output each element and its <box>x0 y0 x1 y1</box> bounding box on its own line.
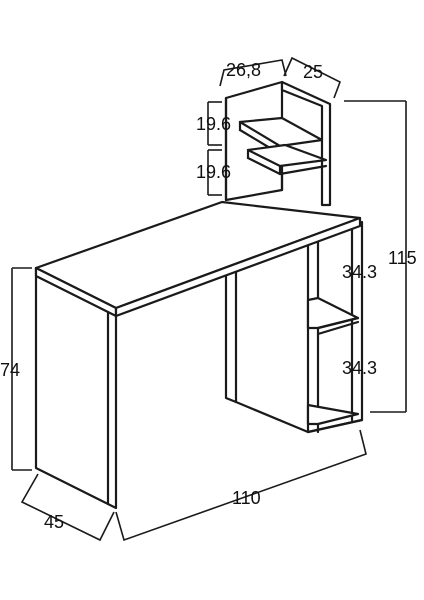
lower-shelf-unit <box>306 220 364 434</box>
desk-body <box>34 266 310 510</box>
shelf-width-label: 25 <box>303 62 323 82</box>
desk-height-label: 74 <box>0 360 20 380</box>
lower-gap-2-label: 34.3 <box>342 358 377 378</box>
shelf-depth-label: 26,8 <box>226 60 261 80</box>
dimension-labels: 26,8 25 19.6 19.6 115 34.3 34.3 74 45 11… <box>0 60 417 532</box>
lower-gap-1-label: 34.3 <box>342 262 377 282</box>
upper-shelf-tower <box>224 80 332 207</box>
dimension-lines <box>11 56 407 542</box>
total-height-label: 115 <box>388 248 417 268</box>
top-gap-1-label: 19.6 <box>196 114 231 134</box>
desk-width-label: 110 <box>232 488 261 508</box>
desk-depth-label: 45 <box>44 512 64 532</box>
desktop-top <box>34 200 362 318</box>
top-gap-2-label: 19.6 <box>196 162 231 182</box>
